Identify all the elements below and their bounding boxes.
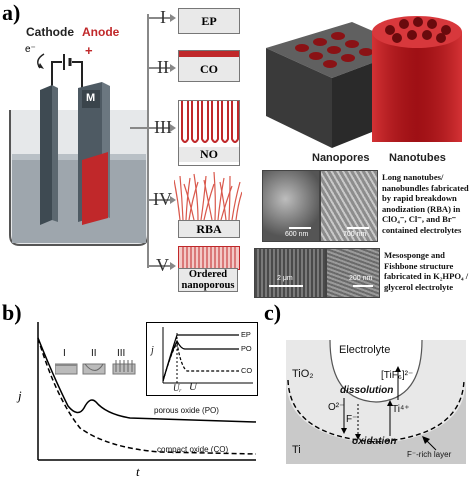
stage-ordered-label: Ordered nanoporous — [178, 268, 238, 292]
inset-ylabel: j — [151, 345, 154, 356]
sem-image-ordered-2: 200 nm — [326, 248, 380, 298]
panel-b-letter: b) — [2, 300, 22, 325]
label-f-rich: F⁻-rich layer — [407, 450, 452, 459]
label-ti: Ti — [292, 444, 301, 456]
b-numeral-1: I — [63, 348, 66, 359]
nanobundles — [173, 171, 243, 221]
inset-label-ep: EP — [241, 330, 251, 339]
sem-image-ordered-1: 2 μm — [254, 248, 326, 298]
scale-label: 600 nm — [285, 231, 309, 238]
metal-label: M — [86, 92, 96, 104]
scalebar — [289, 227, 311, 229]
series-porous-oxide — [37, 337, 257, 423]
stage-numeral-1: I — [160, 7, 166, 27]
stage-ordered-box: Ordered nanoporous — [178, 246, 240, 292]
label-tif6: [TiF₆]²⁻ — [381, 370, 414, 381]
sem-image-rba-2: 700 nm — [320, 170, 378, 242]
label-porous-oxide: porous oxide (PO) — [154, 406, 219, 415]
nanopores-nanotubes-render — [266, 16, 462, 148]
inset-xlabel: U — [189, 381, 197, 393]
inset-series-co — [162, 341, 239, 382]
scalebar — [347, 227, 369, 229]
stage-numeral-5: V — [156, 255, 169, 275]
stage-ep-label: EP — [201, 14, 217, 28]
stage-numeral-4: IV — [153, 189, 172, 209]
stage-co-label: CO — [200, 62, 218, 76]
electron-label: e⁻ — [25, 44, 36, 55]
label-compact-oxide: compact oxide (CO) — [157, 445, 229, 454]
scale-label: 200 nm — [349, 275, 373, 282]
current-transient-chart — [37, 322, 257, 461]
panel-c-letter: c) — [264, 300, 282, 325]
scale-label: 2 μm — [277, 275, 293, 282]
inset-chart — [162, 327, 253, 384]
ordered-pores — [178, 246, 240, 270]
stage-numeral-3: III — [154, 117, 172, 137]
scale-label: 700 nm — [343, 231, 367, 238]
b-stage-icons — [55, 360, 136, 375]
stage-no-label: NO — [179, 147, 239, 162]
inset-label-co: CO — [241, 366, 253, 375]
b-numeral-3: III — [117, 348, 126, 359]
stage-arrows — [130, 14, 176, 270]
plus-sign: + — [85, 43, 93, 58]
inset-label-po: PO — [241, 344, 252, 353]
b-numeral-2: II — [91, 348, 97, 359]
anode-label: Anode — [82, 25, 120, 39]
electrochemical-cell — [9, 53, 149, 246]
stage-rba-label: RBA — [196, 222, 222, 236]
cathode-label: Cathode — [26, 25, 74, 39]
inset-xmarker: Uᵣ — [173, 383, 182, 393]
label-tio2: TiO₂ — [292, 368, 314, 380]
pore-mechanism-diagram — [286, 340, 466, 464]
rba-substrate: RBA — [178, 220, 240, 238]
label-o2: O²⁻ — [328, 402, 345, 413]
stage-no-box: NO — [178, 100, 240, 166]
oxide-layer — [179, 51, 239, 57]
label-oxidation: oxidation — [352, 436, 397, 447]
b-inset: j Uᵣ U EP PO CO — [146, 322, 258, 396]
label-ti4: Ti⁴⁺ — [392, 404, 410, 415]
series-compact-oxide — [37, 337, 257, 455]
caption-ordered: Mesosponge and Fishbone structure fabric… — [384, 250, 469, 292]
stage-ep-box: EP — [178, 8, 240, 34]
sem-image-rba-1: 600 nm — [262, 170, 320, 242]
label-electrolyte: Electrolyte — [339, 344, 391, 356]
stage-co-box: CO — [178, 50, 240, 82]
nanotubes-label: Nanotubes — [389, 152, 446, 164]
label-f: F⁻ — [346, 414, 358, 425]
stage-rba-box: RBA — [173, 170, 243, 238]
stage-numeral-2: II — [157, 57, 169, 77]
caption-rba: Long nanotubes/ nanobundles fabricated b… — [382, 172, 469, 235]
panel-a-letter: a) — [2, 0, 21, 25]
inset-series-ep — [162, 334, 239, 382]
scalebar — [269, 285, 303, 287]
b-xlabel: t — [136, 464, 140, 479]
label-dissolution: dissolution — [340, 385, 394, 396]
scalebar — [353, 285, 373, 287]
nanopores-label: Nanopores — [312, 152, 370, 164]
nanotube-array — [181, 101, 239, 143]
b-ylabel: j — [18, 388, 22, 403]
